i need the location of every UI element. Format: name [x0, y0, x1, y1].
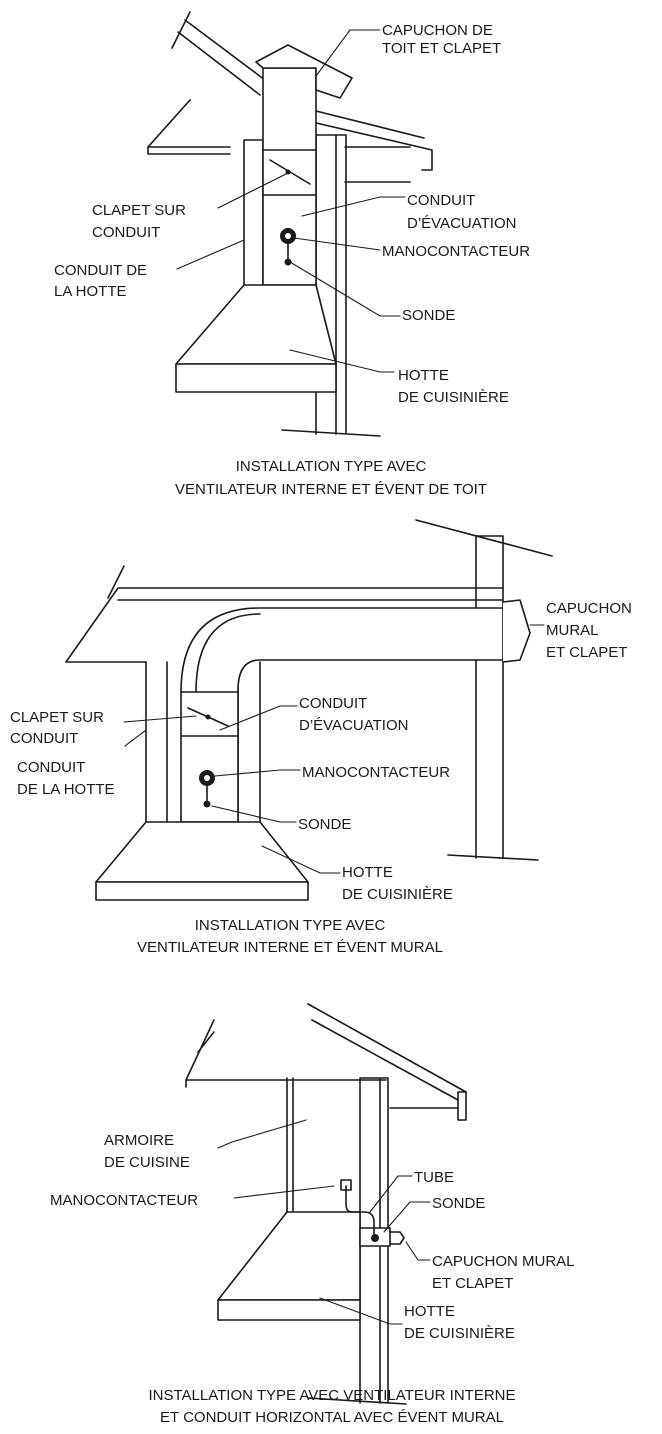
- label-hood-duct-2-2: DE LA HOTTE: [17, 781, 115, 798]
- caption-3-line-2: ET CONDUIT HORIZONTAL AVEC ÉVENT MURAL: [160, 1409, 504, 1426]
- label-range-hood-2-2: DE CUISINIÈRE: [342, 886, 453, 903]
- diagram-horizontal-duct: ARMOIRE DE CUISINE TUBE MANOCONTACTEUR S…: [50, 1003, 575, 1426]
- label-exhaust-2-2: D’ÉVACUATION: [299, 717, 408, 734]
- label-wall-cap-3-1: CAPUCHON MURAL: [432, 1253, 575, 1270]
- range-hood-1: [175, 284, 337, 365]
- label-exhaust-2: D’ÉVACUATION: [407, 215, 516, 232]
- label-damper-1: CLAPET SUR: [92, 202, 186, 219]
- label-roof-cap-1: CAPUCHON DE: [382, 22, 493, 39]
- caption-1-line-2: VENTILATEUR INTERNE ET ÉVENT DE TOIT: [175, 481, 487, 498]
- label-range-hood-3-2: DE CUISINIÈRE: [404, 1325, 515, 1342]
- caption-2-line-1: INSTALLATION TYPE AVEC: [195, 917, 386, 934]
- diagram-roof-vent: CAPUCHON DE TOIT ET CLAPET CLAPET SUR CO…: [54, 11, 530, 498]
- range-hood-2: [95, 821, 309, 883]
- roof-cap: [255, 44, 353, 99]
- label-range-hood-3-1: HOTTE: [404, 1303, 455, 1320]
- label-range-hood-2: DE CUISINIÈRE: [398, 389, 509, 406]
- label-damper-2-1: CLAPET SUR: [10, 709, 104, 726]
- label-cabinet-1: ARMOIRE: [104, 1132, 174, 1149]
- wall-cap-2: [502, 599, 531, 663]
- label-hood-duct-1: CONDUIT DE: [54, 262, 147, 279]
- label-roof-cap-2: TOIT ET CLAPET: [382, 40, 501, 57]
- label-cabinet-2: DE CUISINE: [104, 1154, 190, 1171]
- label-range-hood-1: HOTTE: [398, 367, 449, 384]
- label-pressure-switch-3: MANOCONTACTEUR: [50, 1192, 198, 1209]
- label-exhaust-2-1: CONDUIT: [299, 695, 367, 712]
- caption-2-line-2: VENTILATEUR INTERNE ET ÉVENT MURAL: [137, 939, 443, 956]
- label-damper-2: CONDUIT: [92, 224, 160, 241]
- label-hood-duct-2-1: CONDUIT: [17, 759, 85, 776]
- label-wall-cap-3-2: ET CLAPET: [432, 1275, 513, 1292]
- label-probe-2: SONDE: [298, 816, 351, 833]
- label-probe-1: SONDE: [402, 307, 455, 324]
- label-pressure-switch-1: MANOCONTACTEUR: [382, 243, 530, 260]
- diagram-wall-vent: CAPUCHON MURAL ET CLAPET CONDUIT D’ÉVACU…: [10, 519, 632, 956]
- label-tube: TUBE: [414, 1169, 454, 1186]
- label-hood-duct-2: LA HOTTE: [54, 283, 127, 300]
- range-hood-3: [217, 1211, 361, 1301]
- label-damper-2-2: CONDUIT: [10, 730, 78, 747]
- label-wall-cap-2: MURAL: [546, 622, 599, 639]
- label-exhaust-1: CONDUIT: [407, 192, 475, 209]
- caption-3-line-1: INSTALLATION TYPE AVEC VENTILATEUR INTER…: [148, 1387, 515, 1404]
- label-pressure-switch-2: MANOCONTACTEUR: [302, 764, 450, 781]
- label-probe-3: SONDE: [432, 1195, 485, 1212]
- label-wall-cap-1: CAPUCHON: [546, 600, 632, 617]
- label-range-hood-2-1: HOTTE: [342, 864, 393, 881]
- label-wall-cap-3: ET CLAPET: [546, 644, 627, 661]
- caption-1-line-1: INSTALLATION TYPE AVEC: [236, 458, 427, 475]
